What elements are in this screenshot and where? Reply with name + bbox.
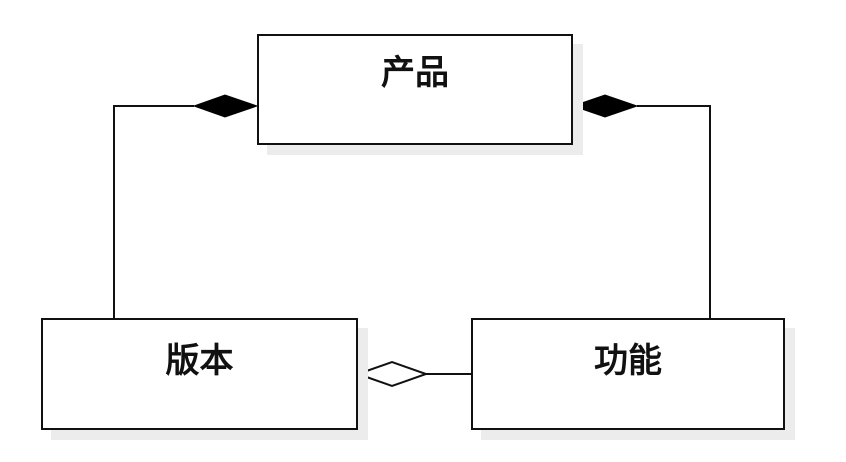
composition-diamond-product-feature (571, 94, 639, 118)
composition-line-product-version (113, 105, 194, 318)
class-box-version[interactable]: 版本 (41, 318, 358, 430)
composition-diamond-product-version (192, 94, 259, 118)
class-label-product: 产品 (381, 53, 449, 93)
aggregation-diamond-version-feature (354, 360, 430, 388)
class-box-product[interactable]: 产品 (257, 34, 573, 145)
class-box-feature[interactable]: 功能 (471, 318, 785, 430)
class-label-version: 版本 (165, 341, 234, 381)
composition-line-product-feature (637, 105, 711, 318)
class-label-feature: 功能 (594, 341, 662, 381)
